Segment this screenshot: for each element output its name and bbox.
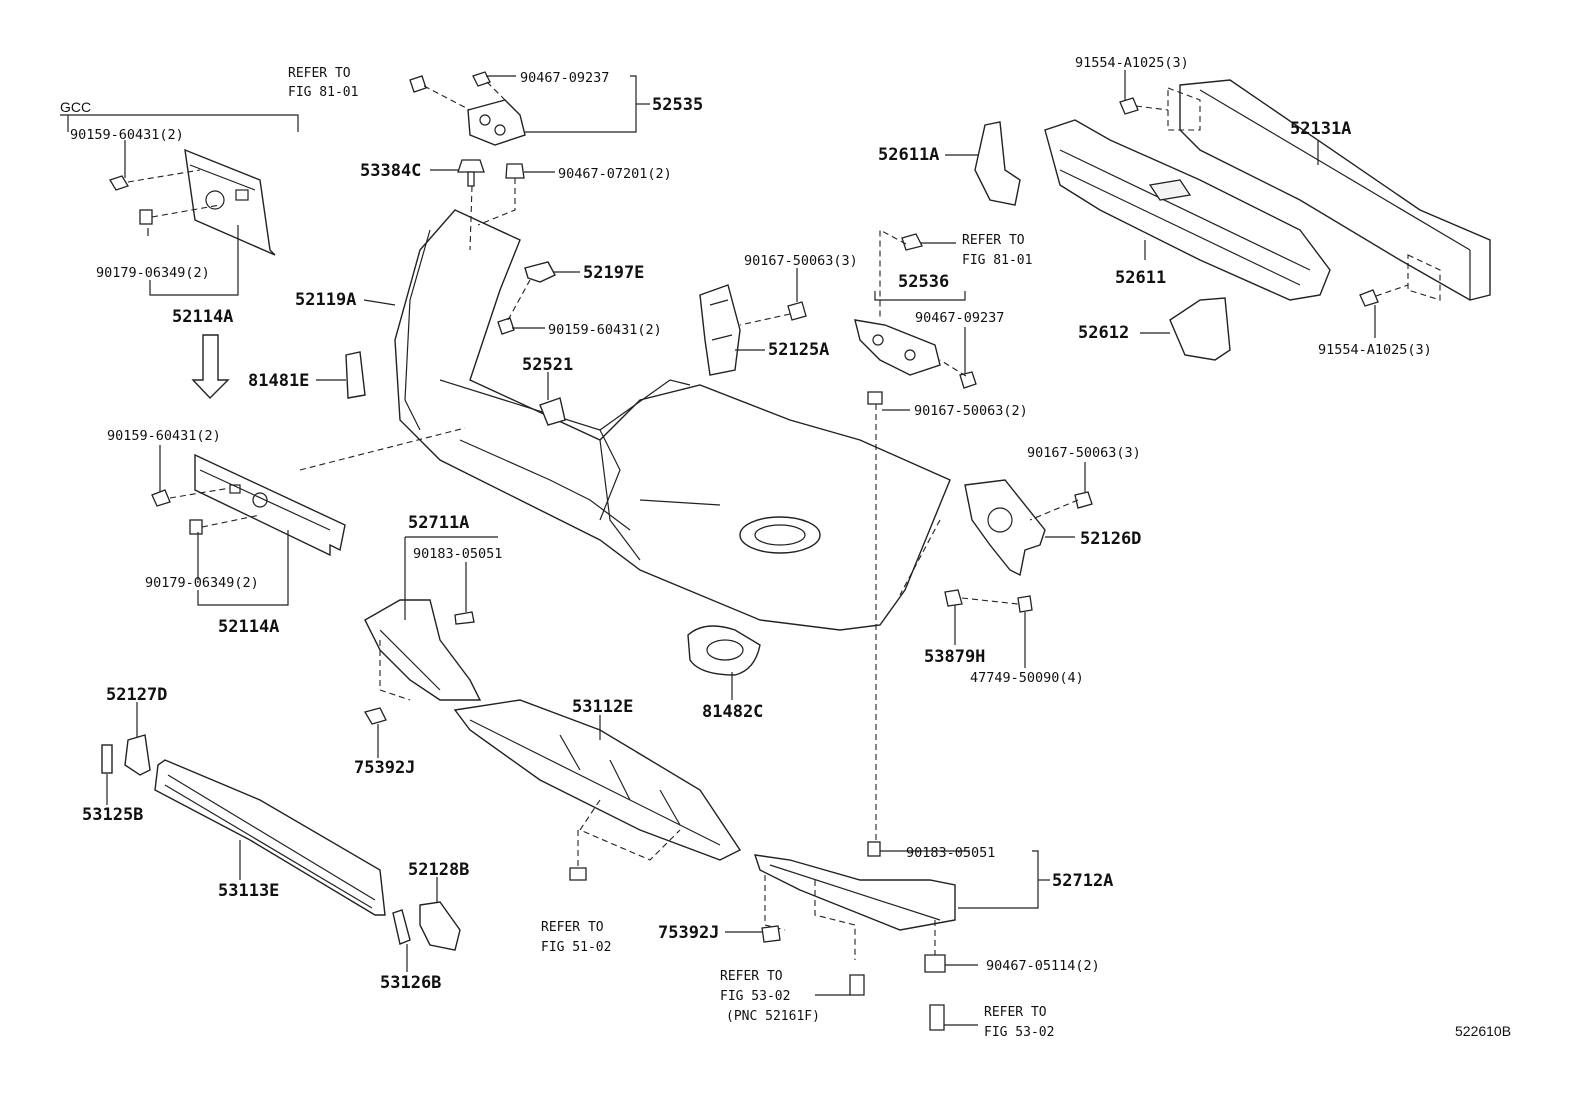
label-52197E: 52197E [583, 263, 644, 283]
label-90167-50063: 90167-50063(2) [914, 403, 1028, 419]
label-75392J: 75392J [354, 758, 415, 778]
bracket-52521 [539, 397, 566, 426]
label-90167-50063: 90167-50063(3) [744, 253, 858, 269]
label-52521: 52521 [522, 355, 573, 375]
label-52611: 52611 [1115, 268, 1166, 288]
label-91554-A1025: 91554-A1025(3) [1075, 55, 1189, 71]
label-53384C: 53384C [360, 161, 421, 181]
label-52114A: 52114A [172, 307, 233, 327]
bracket-52711A [364, 599, 482, 701]
label-90179-06349: 90179-06349(2) [96, 265, 210, 281]
label-52611A: 52611A [878, 145, 939, 165]
label-75392J: 75392J [658, 923, 719, 943]
bracket-52128B [392, 901, 461, 951]
label-53126B: 53126B [380, 973, 441, 993]
absorber-52611A [974, 121, 1021, 206]
label-90159-60431: 90159-60431(2) [107, 428, 221, 444]
fog-cover-81482C [687, 625, 761, 676]
label-53879H: 53879H [924, 647, 985, 667]
down-arrow-icon [191, 334, 230, 400]
label-90167-50063: 90167-50063(3) [1027, 445, 1141, 461]
clip-53879H [944, 589, 1033, 613]
bracket-52127D [101, 734, 151, 776]
label-90179-06349: 90179-06349(2) [145, 575, 259, 591]
label-53112E: 53112E [572, 697, 633, 717]
label-52128B: 52128B [408, 860, 469, 880]
label-90183-05051: 90183-05051 [413, 546, 502, 562]
license-bracket-upper-52114A [109, 148, 276, 256]
label-52114A: 52114A [218, 617, 279, 637]
figure-id: 522610B [1455, 1023, 1511, 1039]
label-91554-A1025: 91554-A1025(3) [1318, 342, 1432, 358]
label-90159-60431: 90159-60431(2) [548, 322, 662, 338]
label-90467-09237: 90467-09237 [915, 310, 1004, 326]
label-81481E: 81481E [248, 371, 309, 391]
license-bracket-lower-52114A [151, 427, 466, 557]
bracket-52712A [753, 841, 956, 1031]
label-52535: 52535 [652, 95, 703, 115]
label-refer-to: REFER TO [962, 233, 1025, 248]
label-refer-fig: FIG 81-01 [288, 85, 358, 100]
label-52712A: 52712A [1052, 871, 1113, 891]
label-refer-to: REFER TO [288, 66, 351, 81]
clip-75392J-left [364, 707, 387, 725]
label-refer-fig: FIG 53-02 [720, 989, 790, 1004]
bumper-cover-52119A [394, 209, 951, 631]
label-90467-05114: 90467-05114(2) [986, 958, 1100, 974]
label-53125B: 53125B [82, 805, 143, 825]
label-refer-to: REFER TO [720, 969, 783, 984]
absorber-52611 [1044, 119, 1331, 301]
label-90467-09237: 90467-09237 [520, 70, 609, 86]
label-52612: 52612 [1078, 323, 1129, 343]
label-90183-05051: 90183-05051 [906, 845, 995, 861]
bracket-52126D [964, 479, 1093, 577]
leader-lines [60, 70, 1376, 1026]
undercover-53112E [453, 699, 742, 881]
label-52711A: 52711A [408, 513, 469, 533]
label-52126D: 52126D [1080, 529, 1141, 549]
part-labels: GCC 90467-09237 52535 REFER TO FIG 81-01… [60, 55, 1511, 1040]
label-52127D: 52127D [106, 685, 167, 705]
bracket-52536 [854, 229, 977, 840]
label-refer-fig: FIG 81-01 [962, 253, 1032, 268]
label-52125A: 52125A [768, 340, 829, 360]
label-52536: 52536 [898, 272, 949, 292]
clip-53384C [457, 159, 525, 251]
label-refer-to: REFER TO [984, 1005, 1047, 1020]
bracket-52197E [497, 261, 556, 335]
label-53113E: 53113E [218, 881, 279, 901]
grille-53113E [154, 759, 386, 916]
reflector-81481E [345, 351, 366, 399]
label-refer-fig: FIG 51-02 [541, 940, 611, 955]
label-81482C: 81482C [702, 702, 763, 722]
region-note: GCC [60, 99, 91, 115]
bracket-52535 [409, 71, 526, 146]
label-52119A: 52119A [295, 290, 356, 310]
reinforcement-52131A [1119, 79, 1491, 307]
label-refer-to: REFER TO [541, 920, 604, 935]
label-47749-50090: 47749-50090(4) [970, 670, 1084, 686]
label-refer-pnc: (PNC 52161F) [726, 1009, 820, 1024]
label-refer-fig: FIG 53-02 [984, 1025, 1054, 1040]
bracket-52125A [699, 284, 807, 376]
label-90467-07201: 90467-07201(2) [558, 166, 672, 182]
label-52131A: 52131A [1290, 119, 1351, 139]
label-90159-60431: 90159-60431(2) [70, 127, 184, 143]
absorber-52612 [1169, 297, 1231, 361]
